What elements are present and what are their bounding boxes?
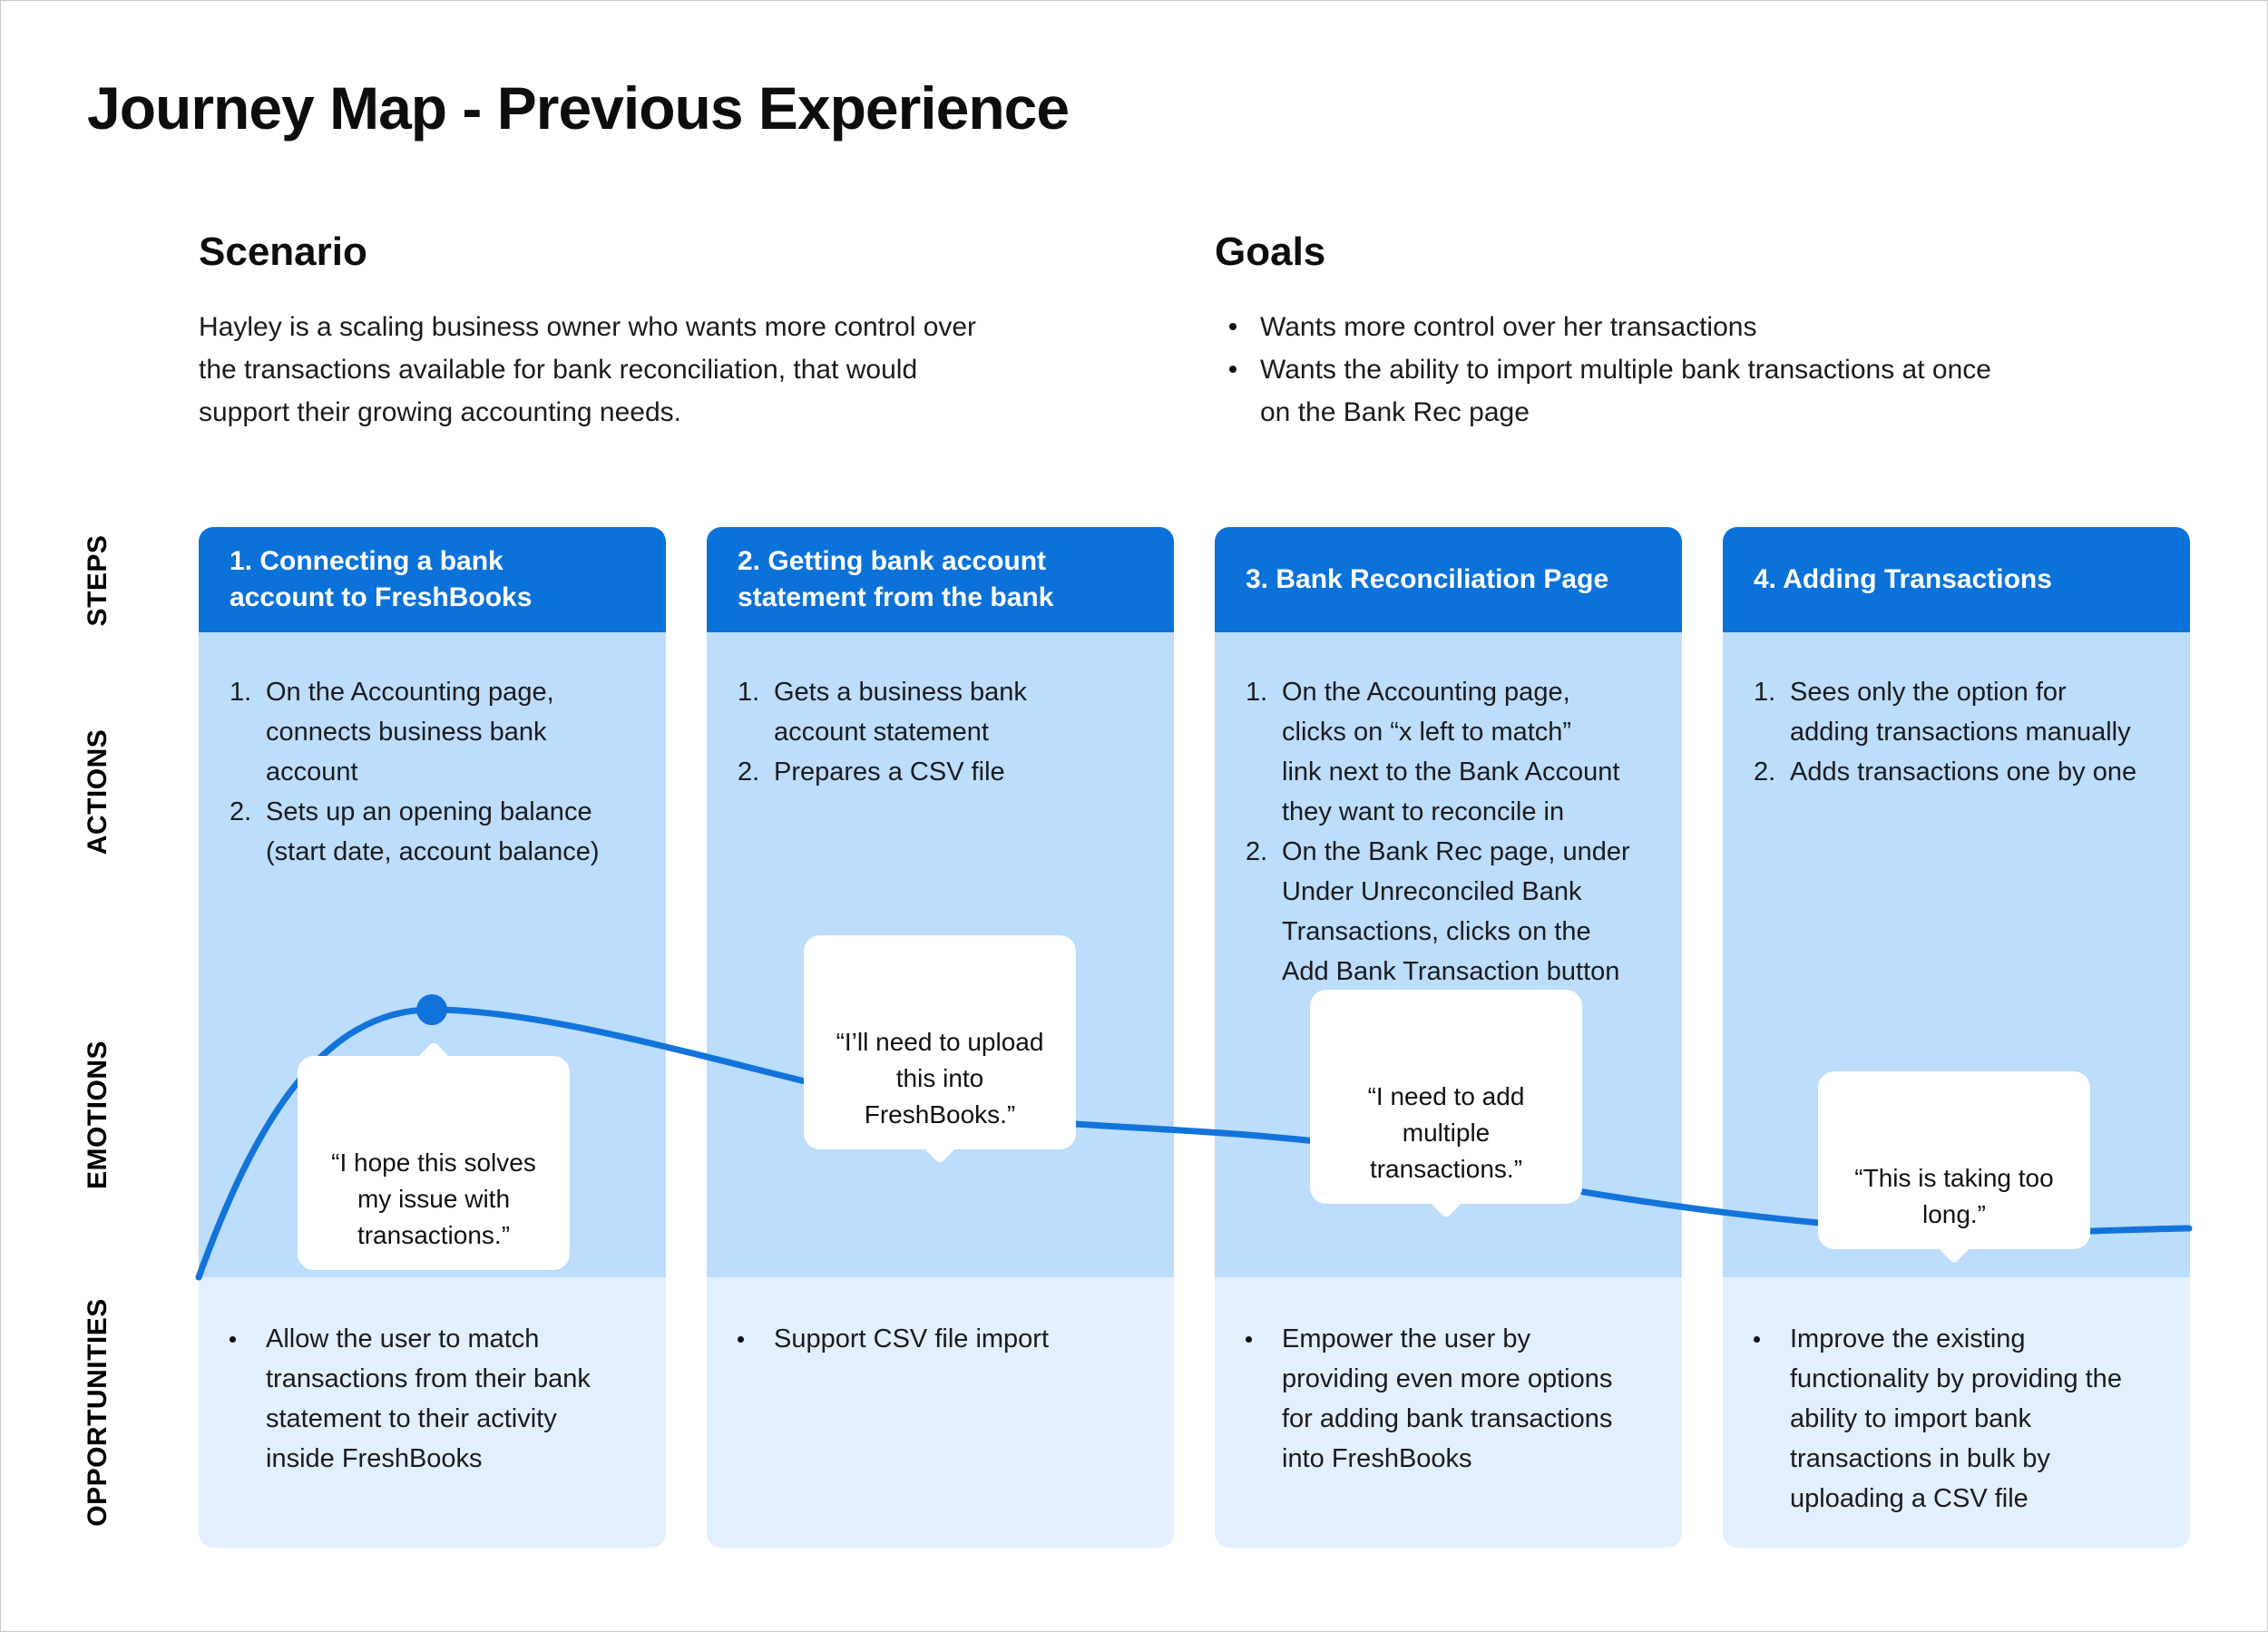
action-item: 2. Sets up an opening balance (start dat…: [199, 792, 666, 872]
scenario-heading: Scenario: [199, 230, 367, 274]
action-text: Sets up an opening balance (start date, …: [266, 797, 600, 866]
bullet-icon: [738, 1336, 744, 1343]
row-label-opportunities: OPPORTUNITIES: [83, 1298, 112, 1527]
opportunity-item: Support CSV file import: [707, 1319, 1174, 1359]
opportunity-text: Improve the existing functionality by pr…: [1790, 1324, 2122, 1513]
action-text: On the Accounting page, clicks on “x lef…: [1282, 678, 1620, 826]
goal-item: Wants the ability to import multiple ban…: [1215, 348, 2231, 434]
action-number: 2.: [1754, 757, 1776, 787]
action-text: On the Bank Rec page, under Under Unreco…: [1282, 837, 1630, 986]
action-number: 1.: [230, 678, 252, 707]
opportunities-panel-1: Allow the user to match transactions fro…: [199, 1277, 666, 1548]
bullet-icon: [1754, 1336, 1760, 1343]
scenario-section: Scenario Hayley is a scaling business ow…: [199, 230, 1188, 434]
row-label-steps: STEPS: [83, 534, 112, 627]
bullet-icon: [1229, 366, 1237, 373]
opportunity-item: Empower the user by providing even more …: [1215, 1319, 1682, 1479]
action-number: 1.: [738, 678, 760, 707]
bullet-icon: [1229, 323, 1237, 330]
quote-text: “This is taking too long.”: [1854, 1164, 2054, 1228]
quote-bubble-3: “I need to add multiple transactions.”: [1310, 990, 1582, 1219]
action-item: 2. Prepares a CSV file: [707, 752, 1174, 792]
journey-column-4: 4. Adding Transactions 1. Sees only the …: [1723, 527, 2190, 1548]
action-text: On the Accounting page, connects busines…: [266, 678, 554, 787]
opportunities-panel-3: Empower the user by providing even more …: [1215, 1277, 1682, 1548]
opportunity-text: Support CSV file import: [774, 1324, 1050, 1353]
step-header-3: 3. Bank Reconciliation Page: [1215, 527, 1682, 632]
action-number: 1.: [1754, 678, 1776, 707]
quote-text: “I need to add multiple transactions.”: [1367, 1082, 1525, 1183]
action-text: Gets a business bank account statement: [774, 678, 1027, 747]
opportunities-panel-2: Support CSV file import: [707, 1277, 1174, 1548]
action-text: Prepares a CSV file: [774, 757, 1005, 787]
action-text: Sees only the option for adding transact…: [1790, 678, 2131, 747]
journey-column-1: 1. Connecting a bank account to FreshBoo…: [199, 527, 666, 1548]
row-label-actions: ACTIONS: [83, 728, 112, 855]
bullet-icon: [230, 1336, 236, 1343]
step-header-1: 1. Connecting a bank account to FreshBoo…: [199, 527, 666, 632]
action-item: 1. Gets a business bank account statemen…: [707, 672, 1174, 752]
action-item: 2. On the Bank Rec page, under Under Unr…: [1215, 832, 1682, 992]
opportunity-item: Improve the existing functionality by pr…: [1723, 1319, 2190, 1519]
action-number: 2.: [1246, 837, 1268, 866]
bullet-icon: [1246, 1336, 1252, 1343]
opportunity-item: Allow the user to match transactions fro…: [199, 1319, 666, 1479]
goal-text: Wants the ability to import multiple ban…: [1260, 355, 1991, 427]
goal-text: Wants more control over her transactions: [1260, 312, 1757, 342]
opportunity-text: Allow the user to match transactions fro…: [266, 1324, 591, 1473]
row-label-emotions: EMOTIONS: [83, 1040, 112, 1190]
action-item: 1. Sees only the option for adding trans…: [1723, 672, 2190, 752]
scenario-text: Hayley is a scaling business owner who w…: [199, 312, 977, 427]
goals-section: Goals Wants more control over her transa…: [1215, 230, 2231, 434]
quote-bubble-1: “I hope this solves my issue with transa…: [298, 1041, 570, 1270]
action-number: 2.: [230, 797, 252, 826]
quote-bubble-4: “This is taking too long.”: [1818, 1071, 2090, 1265]
goal-item: Wants more control over her transactions: [1215, 306, 2231, 348]
step-header-2: 2. Getting bank account statement from t…: [707, 527, 1174, 632]
action-item: 2. Adds transactions one by one: [1723, 752, 2190, 792]
page-title: Journey Map - Previous Experience: [87, 74, 1070, 142]
opportunities-panel-4: Improve the existing functionality by pr…: [1723, 1277, 2190, 1548]
action-number: 2.: [738, 757, 760, 787]
quote-bubble-2: “I’ll need to upload this into FreshBook…: [804, 935, 1076, 1165]
action-item: 1. On the Accounting page, connects busi…: [199, 672, 666, 792]
step-header-4: 4. Adding Transactions: [1723, 527, 2190, 632]
action-number: 1.: [1246, 678, 1268, 707]
action-item: 1. On the Accounting page, clicks on “x …: [1215, 672, 1682, 832]
quote-text: “I’ll need to upload this into FreshBook…: [836, 1028, 1044, 1129]
action-text: Adds transactions one by one: [1790, 757, 2137, 787]
opportunity-text: Empower the user by providing even more …: [1282, 1324, 1613, 1473]
quote-text: “I hope this solves my issue with transa…: [331, 1148, 536, 1249]
goals-heading: Goals: [1215, 230, 1326, 274]
